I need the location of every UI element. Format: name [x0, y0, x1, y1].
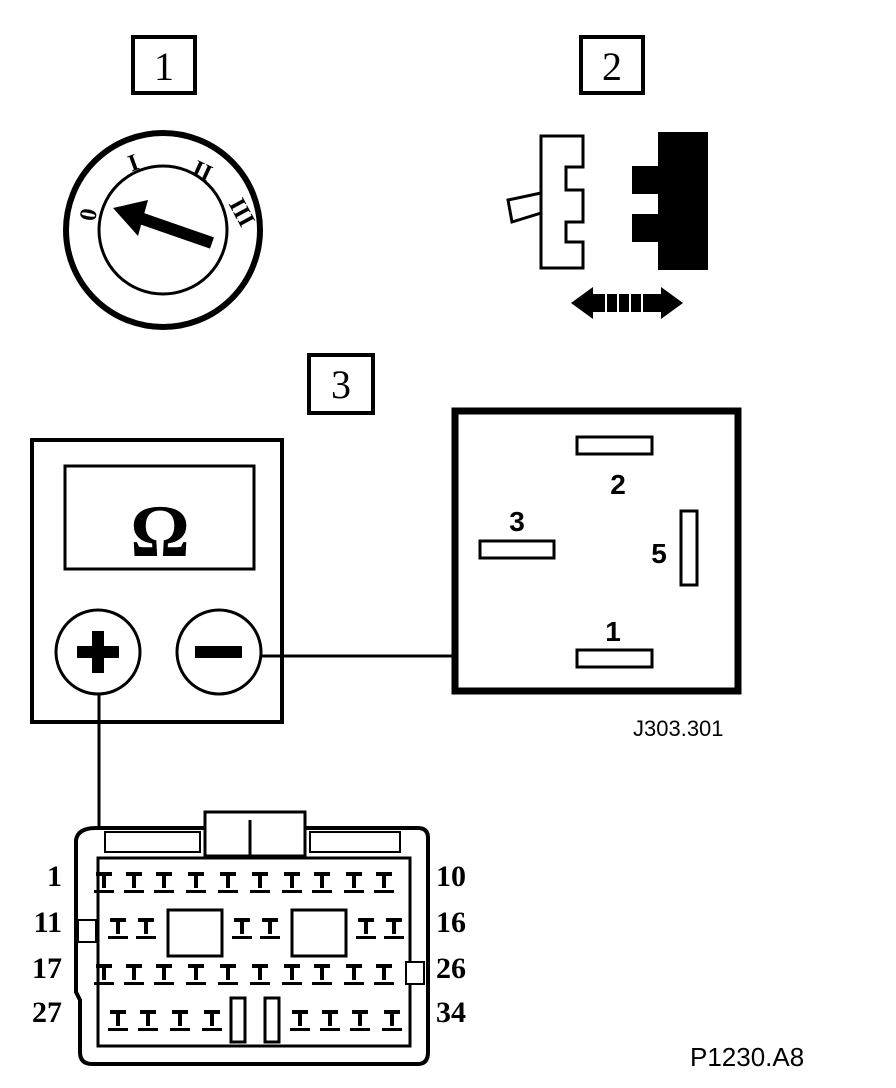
relay-pin-2-slot: [575, 435, 654, 456]
relay-socket: 2 3 5 1: [451, 407, 742, 695]
connector-pin: [94, 964, 114, 985]
negative-terminal: [175, 608, 263, 696]
connector-pin: [250, 964, 270, 985]
connector-pin: [290, 1010, 310, 1031]
connector-pin: [94, 872, 114, 893]
connector-pins: [94, 872, 404, 1031]
step-2-box: [579, 35, 645, 95]
connector-label-11: 11: [34, 906, 62, 939]
connector-pin: [108, 1010, 128, 1031]
connector-pin: [260, 918, 280, 939]
step-3-label: 3: [331, 362, 351, 407]
ohm-symbol: Ω: [130, 491, 189, 573]
connector-pin: [124, 872, 144, 893]
connector-pin: [218, 872, 238, 893]
connector-pin: [250, 872, 270, 893]
relay-pin-1-slot: [575, 648, 654, 669]
step-2-label: 2: [602, 44, 622, 89]
connector-pin: [374, 872, 394, 893]
connector-pin: [138, 1010, 158, 1031]
multimeter: Ω: [30, 438, 284, 724]
connector-pin: [232, 918, 252, 939]
connector-pin: [170, 1010, 190, 1031]
connector-label-26: 26: [436, 952, 466, 985]
connector-pin: [154, 964, 174, 985]
relay-pin-5-label: 5: [651, 538, 667, 569]
relay-plug-icon: [506, 132, 708, 270]
step-1-label: 1: [154, 44, 174, 89]
figure-reference: P1230.A8: [690, 1042, 804, 1072]
positive-terminal: [54, 608, 142, 696]
ignition-switch-icon: 0 I II III: [63, 130, 263, 330]
key-arrow-icon: [113, 200, 214, 249]
connector-pin: [374, 964, 394, 985]
connector-inner: [96, 856, 412, 1048]
step-3: 3: [307, 353, 375, 415]
connector-pin: [312, 964, 332, 985]
connector-label-34: 34: [436, 996, 466, 1029]
harness-connector: 1 11 17 27 10 16 26 34: [32, 810, 466, 1066]
connector-pin: [108, 918, 128, 939]
connector-pin: [154, 872, 174, 893]
relay-pin-3-label: 3: [509, 506, 525, 537]
connector-pin: [282, 872, 302, 893]
connector-pin: [384, 918, 404, 939]
connector-pin: [282, 964, 302, 985]
connector-pin: [186, 964, 206, 985]
connector-pin: [382, 1010, 402, 1031]
connector-label-16: 16: [436, 906, 466, 939]
connector-pin: [320, 1010, 340, 1031]
connector-pin: [124, 964, 144, 985]
relay-pin-5-slot: [679, 509, 699, 587]
step-1: 1 0 I II III: [63, 35, 263, 330]
connector-label-10: 10: [436, 860, 466, 893]
connector-pin: [136, 918, 156, 939]
step-3-box: [307, 353, 375, 415]
relay-reference: J303.301: [633, 716, 724, 741]
relay-pin-3-slot: [478, 539, 556, 560]
double-arrow-icon: [571, 287, 683, 319]
connector-label-1: 1: [47, 860, 62, 893]
connector-pin: [350, 1010, 370, 1031]
connector-pin: [186, 872, 206, 893]
connector-pin: [356, 918, 376, 939]
connector-label-27: 27: [32, 996, 62, 1029]
connector-pin: [218, 964, 238, 985]
step-1-box: [131, 35, 197, 95]
connector-latch: [203, 810, 307, 858]
step-2: 2: [506, 35, 708, 319]
connector-pin: [202, 1010, 222, 1031]
relay-pin-1-label: 1: [605, 616, 621, 647]
connector-pin: [344, 872, 364, 893]
relay-pin-2-label: 2: [610, 469, 626, 500]
connector-pin: [312, 872, 332, 893]
meter-display: [63, 464, 256, 571]
ignition-position-0: 0: [75, 207, 103, 223]
connector-label-17: 17: [32, 952, 62, 985]
connector-pin: [344, 964, 364, 985]
